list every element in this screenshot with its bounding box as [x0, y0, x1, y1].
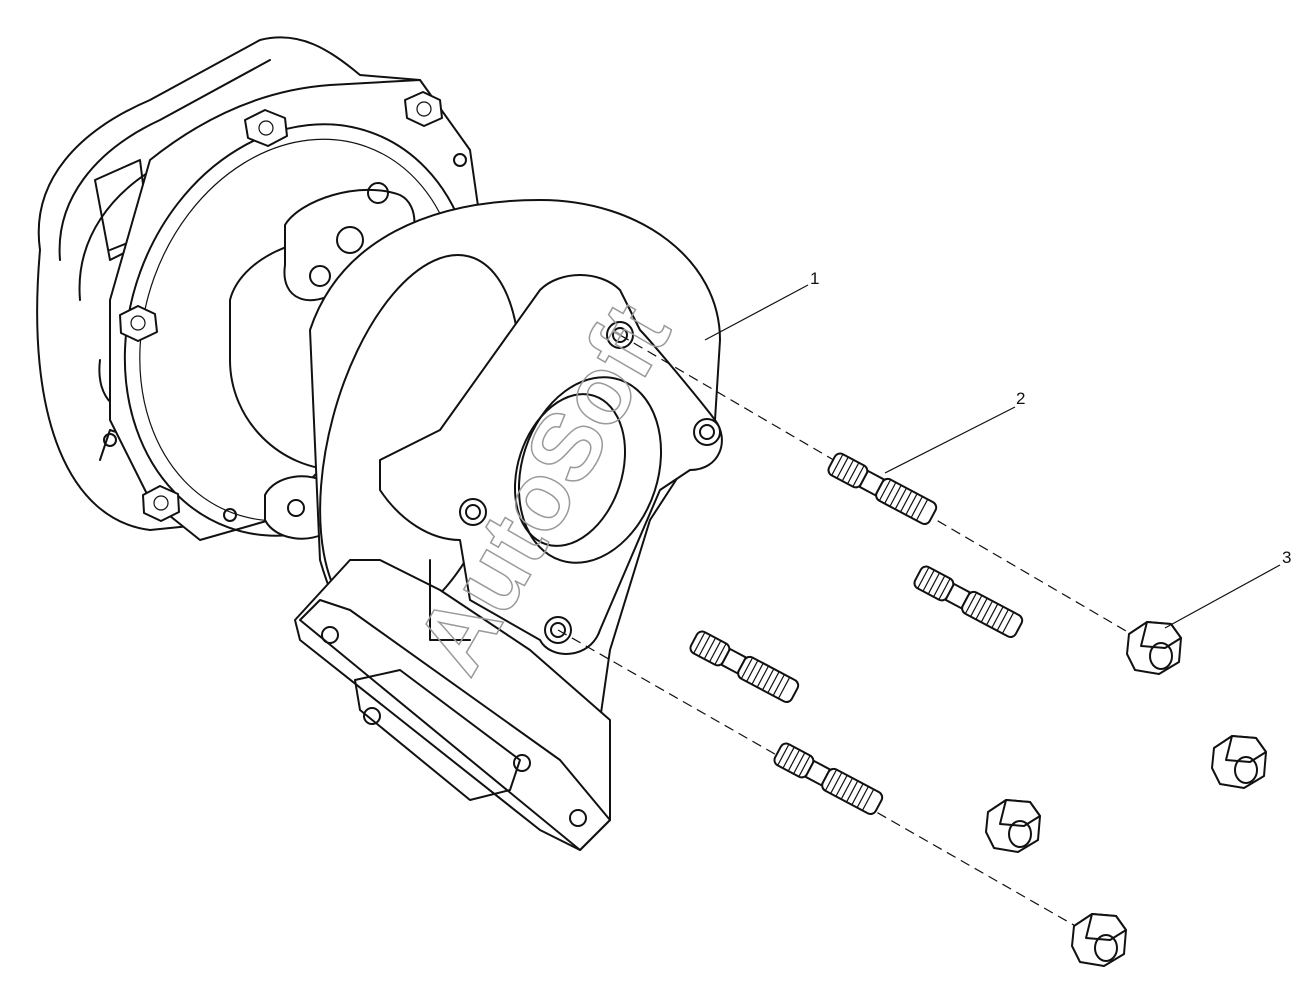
turbocharger-assembly	[36, 36, 723, 851]
hex-nut	[985, 799, 1041, 853]
callout-3-leader	[1164, 564, 1281, 629]
flange-bolt	[244, 109, 288, 147]
callout-1-label: 1	[810, 269, 819, 288]
callout-1-leader	[704, 284, 809, 341]
callout-3-label: 3	[1282, 548, 1291, 567]
callout-2: 2	[884, 389, 1025, 474]
stud	[773, 742, 884, 816]
flange-bolt	[404, 91, 443, 127]
hex-nut	[1211, 735, 1267, 789]
stud	[689, 630, 800, 704]
stud	[913, 565, 1024, 639]
flange-bolt	[119, 305, 158, 342]
stud	[827, 452, 938, 526]
hex-nut	[1126, 621, 1182, 675]
callout-2-leader	[884, 406, 1016, 474]
callout-2-label: 2	[1016, 389, 1025, 408]
hex-nut	[1071, 913, 1127, 967]
callout-1: 1	[704, 269, 819, 341]
flange-bolt	[142, 485, 180, 522]
turbine-inlet-flange	[294, 559, 611, 851]
callout-3: 3	[1164, 548, 1291, 629]
